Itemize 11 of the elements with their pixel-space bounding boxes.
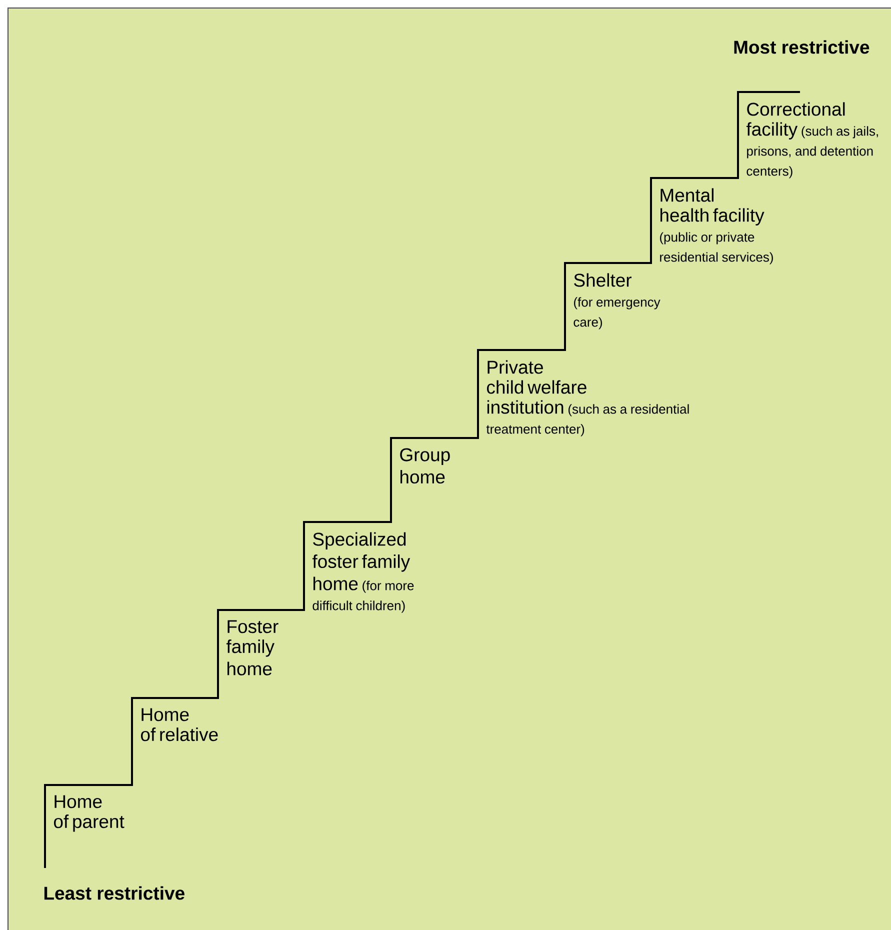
- step-label: Specialized foster family home (for more difficult children): [312, 532, 414, 613]
- step-label: Foster family home: [226, 620, 278, 676]
- step-label: Group home: [400, 448, 450, 484]
- step-label: Private child welfare institution (such as a residential treatment center): [486, 360, 689, 436]
- scale-label: Least restrictive: [44, 886, 184, 900]
- step-label: Correctional facility (such as jails, prisons, and detention centers): [746, 102, 878, 178]
- step-label: Shelter (for emergency care): [574, 273, 660, 330]
- scale-label: Most restrictive: [734, 40, 870, 54]
- step-label: Home of parent: [54, 795, 124, 832]
- step-label: Mental health facility (public or private residential services): [660, 188, 773, 264]
- step-label: Home of relative: [140, 708, 218, 742]
